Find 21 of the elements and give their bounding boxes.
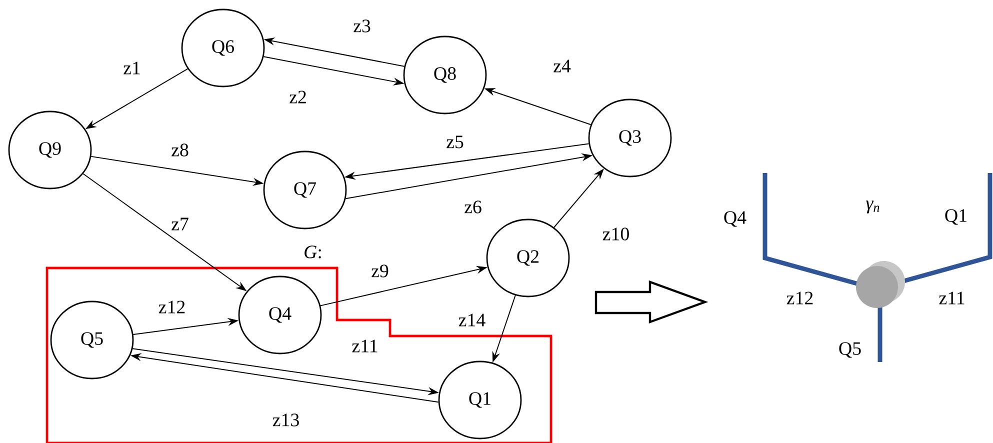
edge-label: z8 bbox=[170, 142, 190, 158]
branch-label: Q1 bbox=[945, 209, 966, 225]
edge-label: z13 bbox=[271, 412, 301, 428]
branch-label: Q4 bbox=[724, 211, 746, 227]
edge-label: z9 bbox=[370, 264, 390, 278]
pipe-label: z11 bbox=[939, 292, 964, 304]
edge-label: z14 bbox=[457, 312, 487, 328]
edge-label: z7 bbox=[170, 216, 190, 232]
edge-label: z6 bbox=[463, 200, 483, 214]
edge-label: z11 bbox=[350, 338, 380, 354]
junction-label: γ$_{n}$ bbox=[866, 200, 880, 214]
edge-label: z3 bbox=[352, 18, 372, 34]
edge-label: z4 bbox=[552, 58, 572, 74]
node-label: G: bbox=[304, 246, 321, 258]
edge-label: z12 bbox=[157, 300, 187, 314]
edge-label: z1 bbox=[122, 60, 142, 76]
edge-label: z2 bbox=[288, 90, 308, 104]
pipe-label: z12 bbox=[786, 292, 813, 304]
edge-label: z5 bbox=[445, 134, 465, 150]
branch-label: Q5 bbox=[839, 342, 861, 358]
edge-label: z10 bbox=[601, 226, 631, 242]
